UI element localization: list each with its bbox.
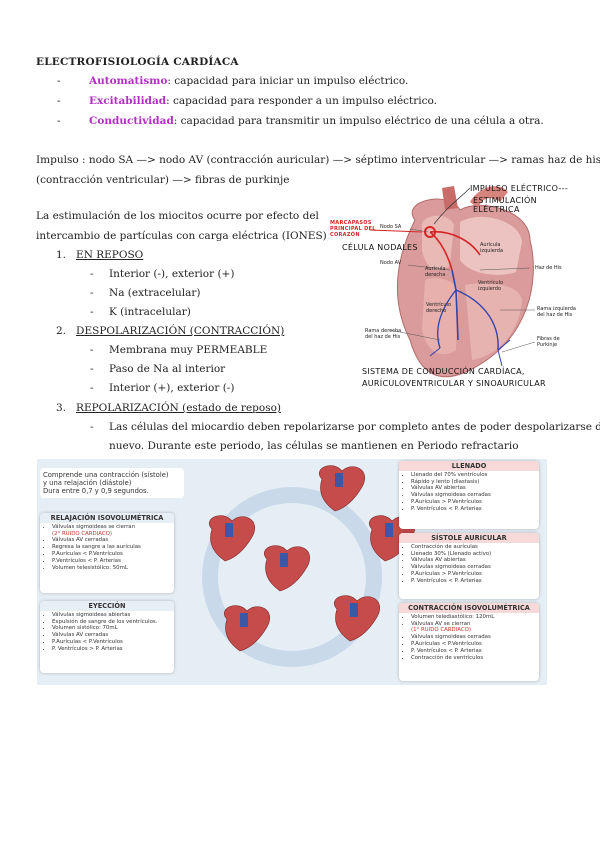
label-nodo-sa: Nodo SA	[380, 224, 402, 230]
annotation-conduction-system-2: AURÍCULOVENTRICULAR Y SINOAURICULAR	[362, 379, 546, 388]
annotation-nodal-cells: CÉLULA NODALES	[342, 243, 418, 252]
label-fibras-purkinje: Fibras de Purkinje	[537, 336, 560, 348]
impulse-path-line2: (contracción ventricular) —> fibras de p…	[36, 174, 290, 186]
phase-2-item: -Membrana muy PERMEABLE	[90, 344, 268, 356]
heart-illustration	[369, 186, 536, 378]
phase-1-item: -K (intracelular)	[90, 306, 191, 318]
phase-1-item: -Interior (-), exterior (+)	[90, 268, 235, 280]
annotation-impulse: IMPULSO ELÉCTRICO---	[470, 184, 569, 193]
annotation-conduction-system-1: SISTEMA DE CONDUCCIÓN CARDÍACA,	[362, 367, 525, 376]
cardiac-cycle-infographic: Comprende una contracción (sístole) y un…	[37, 459, 547, 685]
cycle-ring	[202, 465, 415, 667]
phase-2-item: -Interior (+), exterior (-)	[90, 382, 235, 394]
property-excitabilidad: -Excitabilidad: capacidad para responder…	[57, 95, 437, 107]
label-nodo-av: Nodo AV	[380, 260, 402, 266]
sistole-auricular-box: SÍSTOLE AURICULAR Contracción de aurícul…	[399, 533, 539, 599]
heart-conduction-diagram: IMPULSO ELÉCTRICO--- ESTIMULACIÓN ELÉCTR…	[330, 180, 585, 390]
relajacion-isovolumetrica-box: RELAJACIÓN ISOVOLUMÉTRICA Válvulas sigmo…	[40, 513, 174, 593]
label-auricula-izquierda: Aurícula izquierda	[480, 242, 504, 254]
phase-3-text-line1: -Las células del miocardio deben repolar…	[90, 421, 600, 433]
property-automatismo: -Automatismo: capacidad para iniciar un …	[57, 75, 409, 87]
label-ventriculo-derecho: Ventrículo derecho	[426, 302, 452, 314]
impulse-path-line1: Impulso : nodo SA —> nodo AV (contracció…	[36, 154, 600, 166]
cycle-intro: Comprende una contracción (sístole) y un…	[40, 468, 184, 498]
phase-1-item: -Na (extracelular)	[90, 287, 201, 299]
llenado-box: LLENADO Llenado del 70% ventrículos Rápi…	[399, 461, 539, 529]
eyeccion-box: EYECCIÓN Válvulas sigmoideas abiertas Ex…	[40, 601, 174, 673]
label-haz-his: Haz de His	[535, 265, 562, 271]
stimulation-line2: intercambio de partículas con carga eléc…	[36, 230, 327, 242]
stimulation-line1: La estimulación de los miocitos ocurre p…	[36, 210, 319, 222]
label-auricula-derecha: Aurícula derecha	[425, 266, 446, 278]
annotation-pacemaker: MARCAPASOS PRINCIPAL DEL CORAZÓN	[330, 220, 376, 238]
contraccion-isovolumetrica-box: CONTRACCIÓN ISOVOLUMÉTRICA Volumen teled…	[399, 603, 539, 681]
label-ventriculo-izquierdo: Ventrículo izquierdo	[478, 280, 504, 292]
phase-1-heading: 1. EN REPOSO	[56, 249, 144, 261]
label-rama-derecha: Rama derecha del haz de His	[365, 328, 402, 340]
heart-icon	[209, 465, 415, 652]
phase-3-heading: 3. REPOLARIZACIÓN (estado de reposo)	[56, 402, 282, 414]
property-conductividad: -Conductividad: capacidad para transmiti…	[57, 115, 544, 127]
phase-2-heading: 2. DESPOLARIZACIÓN (CONTRACCIÓN)	[56, 325, 285, 337]
page-title: ELECTROFISIOLOGÍA CARDÍACA	[36, 56, 239, 68]
label-rama-izquierda: Rama izquierda del haz de His	[537, 306, 576, 318]
phase-3-text-line2: nuevo. Durante este periodo, las células…	[109, 440, 519, 452]
phase-2-item: -Paso de Na al interior	[90, 363, 226, 375]
annotation-stimulation: ESTIMULACIÓN ELÉCTRICA	[473, 196, 537, 214]
